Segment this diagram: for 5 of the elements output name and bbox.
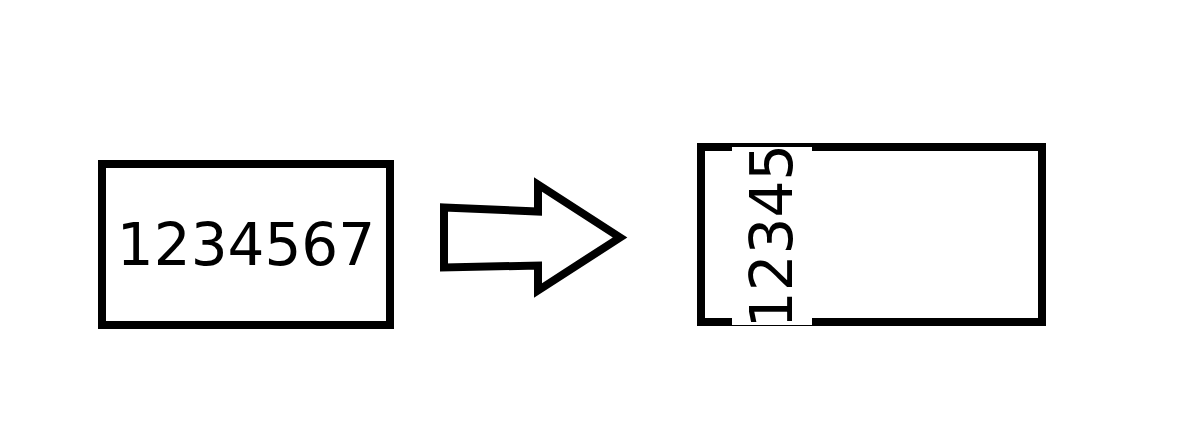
text-box <box>98 160 394 329</box>
block-arrow <box>440 177 628 298</box>
rotated-number-text: 12345 <box>732 147 812 325</box>
number-text: 1234567 <box>115 209 377 281</box>
text-box <box>697 143 1046 326</box>
